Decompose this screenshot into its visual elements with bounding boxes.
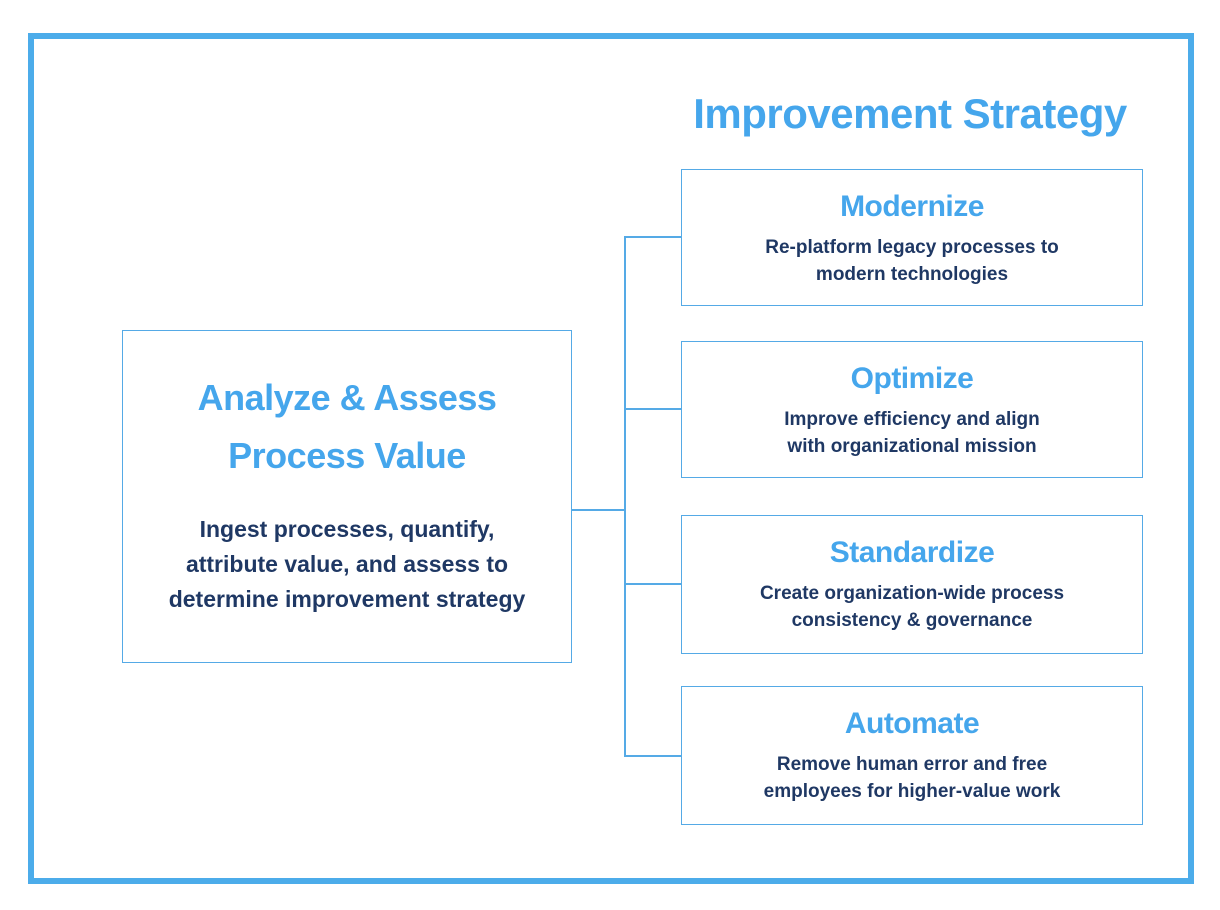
optimize-body-line2: with organizational mission — [787, 436, 1037, 458]
automate-heading: Automate — [844, 707, 980, 740]
connector-branch-standardize — [626, 583, 681, 585]
connector-branch-automate — [626, 755, 681, 757]
standardize-heading: Standardize — [829, 536, 995, 569]
modernize-body-line2: modern technologies — [815, 264, 1009, 286]
modernize-body: Re-platform legacy processes to modern t… — [682, 234, 1142, 290]
node-optimize: Optimize Improve efficiency and align wi… — [681, 341, 1143, 478]
optimize-body-line1: Improve efficiency and align — [784, 408, 1040, 430]
connector-root-to-trunk — [572, 509, 626, 511]
root-node-body: Ingest processes, quantify, attribute va… — [123, 512, 571, 617]
slide-border-frame — [28, 33, 1194, 884]
node-automate: Automate Remove human error and free emp… — [681, 686, 1143, 825]
node-modernize: Modernize Re-platform legacy processes t… — [681, 169, 1143, 306]
root-body-line2: attribute value, and assess to — [185, 550, 509, 577]
optimize-body: Improve efficiency and align with organi… — [682, 406, 1142, 462]
standardize-body: Create organization-wide process consist… — [682, 580, 1142, 636]
automate-body-line2: employees for higher-value work — [763, 781, 1061, 803]
standardize-body-line1: Create organization-wide process — [759, 582, 1065, 604]
connector-branch-modernize — [626, 236, 681, 238]
standardize-body-line2: consistency & governance — [791, 610, 1033, 632]
automate-body-line1: Remove human error and free — [776, 753, 1048, 775]
connector-trunk — [624, 236, 626, 757]
root-node-heading: Analyze & Assess Process Value — [123, 369, 571, 486]
node-analyze-assess: Analyze & Assess Process Value Ingest pr… — [122, 330, 572, 663]
root-body-line1: Ingest processes, quantify, — [199, 515, 495, 542]
connector-branch-optimize — [626, 408, 681, 410]
root-heading-line1: Analyze & Assess — [197, 377, 497, 418]
modernize-heading: Modernize — [840, 190, 984, 223]
node-standardize: Standardize Create organization-wide pro… — [681, 515, 1143, 654]
optimize-heading: Optimize — [850, 362, 974, 395]
diagram-title: Improvement Strategy — [693, 90, 1127, 137]
automate-body: Remove human error and free employees fo… — [682, 751, 1142, 807]
root-heading-line2: Process Value — [228, 435, 466, 477]
root-body-line3: determine improvement strategy — [168, 585, 526, 612]
modernize-body-line1: Re-platform legacy processes to — [765, 236, 1059, 258]
